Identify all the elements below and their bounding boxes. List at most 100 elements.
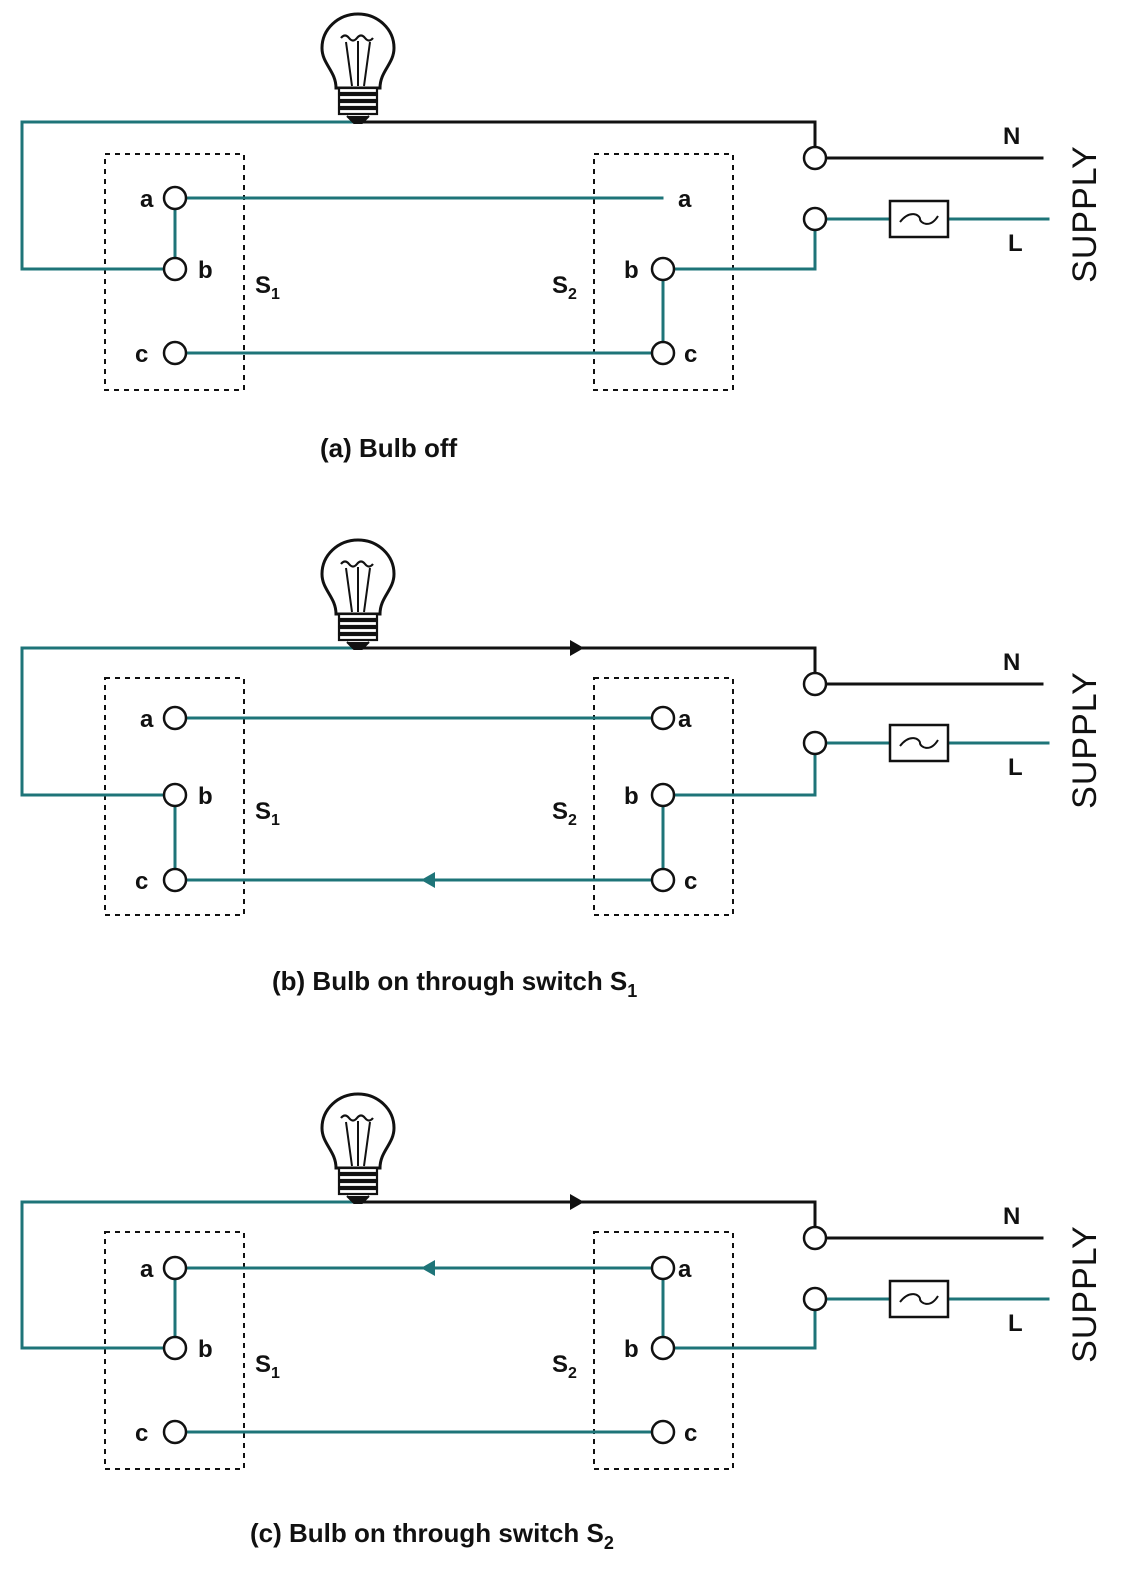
supply-label: SUPPLY [1066, 1225, 1104, 1363]
current-arrow-icon [570, 1194, 584, 1210]
s1-label-a: a [140, 706, 154, 733]
switch-s1-label-subscript: 1 [271, 286, 280, 303]
s2-label-a: a [678, 706, 692, 733]
fuse-body [888, 199, 950, 239]
terminal-s2-c [650, 867, 676, 893]
switch-s2-label: S2 [552, 798, 577, 829]
switch-s2-label-main: S [552, 272, 568, 299]
switch-s1-box [104, 1231, 245, 1470]
current-arrow-icon [421, 872, 435, 888]
terminal-s2-c [650, 1419, 676, 1445]
wire-bulb-to-s1-common [20, 1200, 358, 1350]
bulb-base-ring [337, 93, 379, 102]
fuse-element [899, 213, 939, 225]
wire-live-to-s2-common [663, 1299, 817, 1350]
terminal-live [802, 206, 828, 232]
s2-label-b: b [624, 783, 639, 810]
wire-bulb-to-s1-common [20, 120, 358, 271]
bulb-base-ring [337, 1180, 379, 1189]
bulb-base-ring [337, 1166, 379, 1175]
wire-live-to-s2-common [663, 219, 817, 271]
terminal-neutral [802, 145, 828, 171]
s1-label-c: c [135, 341, 148, 368]
switch-s2-box [593, 153, 734, 391]
fuse-icon [888, 723, 950, 763]
caption-subscript: 2 [604, 1533, 614, 1553]
bulb-base-ring [337, 633, 379, 642]
wire-bulb-to-neutral [358, 646, 817, 684]
bulb-base-ring [337, 612, 379, 621]
terminal-s1-b [162, 782, 188, 808]
s1-label-b: b [198, 257, 213, 284]
bulb-base-ring [337, 107, 379, 116]
terminal-s2-b [650, 1335, 676, 1361]
wire-bulb-to-s1-common [20, 646, 358, 797]
fuse-element [899, 737, 939, 749]
caption-a: (a) Bulb off [320, 433, 458, 463]
s1-label-c: c [135, 868, 148, 895]
switch-s2-box [593, 1231, 734, 1470]
s1-label-b: b [198, 1336, 213, 1363]
neutral-label: N [1003, 1203, 1020, 1230]
switch-s2-box [593, 677, 734, 916]
switch-s1-label-main: S [255, 1351, 271, 1378]
bulb-base-ring [337, 626, 379, 635]
switch-s2-label-subscript: 2 [568, 286, 577, 303]
bulb-base-ring [337, 1173, 379, 1182]
bulb-base-ring [337, 86, 379, 95]
terminal-s1-a [162, 1255, 188, 1281]
s2-label-b: b [624, 1336, 639, 1363]
s2-label-b: b [624, 257, 639, 284]
terminal-s1-c [162, 1419, 188, 1445]
terminal-s1-a [162, 185, 188, 211]
switch-s1-label-main: S [255, 272, 271, 299]
bulb-base-ring [337, 100, 379, 109]
terminal-s2-a [650, 705, 676, 731]
s2-label-c: c [684, 1420, 697, 1447]
neutral-label: N [1003, 123, 1020, 150]
switch-s2-label: S2 [552, 1351, 577, 1382]
bulb-tip [346, 1195, 370, 1204]
caption-c: (c) Bulb on through switch S2 [250, 1518, 614, 1553]
switch-s2-label: S2 [552, 272, 577, 303]
switch-s2-label-subscript: 2 [568, 1365, 577, 1382]
switch-s1-box [104, 153, 245, 391]
neutral-label: N [1003, 649, 1020, 676]
bulb-stem [345, 1121, 371, 1167]
bulb-tip [346, 115, 370, 124]
supply-label: SUPPLY [1066, 145, 1104, 283]
bulb-stem [345, 567, 371, 613]
bulb-base-ring [337, 1187, 379, 1196]
current-arrow-icon [570, 640, 584, 656]
bulb-base-ring [337, 619, 379, 628]
terminal-s2-b [650, 256, 676, 282]
switch-s1-label: S1 [255, 1351, 280, 1382]
current-arrow-icon [421, 1260, 435, 1276]
bulb-filament [340, 560, 374, 568]
switch-s1-label: S1 [255, 272, 280, 303]
terminal-s1-c [162, 340, 188, 366]
caption-b: (b) Bulb on through switch S1 [272, 966, 637, 1001]
light-bulb-icon [320, 538, 396, 650]
switch-s2-label-main: S [552, 1351, 568, 1378]
switch-s2-label-subscript: 2 [568, 812, 577, 829]
terminal-neutral [802, 671, 828, 697]
switch-s1-label: S1 [255, 798, 280, 829]
switch-s1-label-subscript: 1 [271, 1365, 280, 1382]
s1-label-b: b [198, 783, 213, 810]
s2-label-a: a [678, 186, 692, 213]
caption-subscript: 1 [627, 981, 637, 1001]
bulb-filament [340, 1114, 374, 1122]
caption-text: (b) Bulb on through switch S [272, 966, 627, 996]
terminal-s2-b [650, 782, 676, 808]
terminal-live [802, 1286, 828, 1312]
terminal-s1-c [162, 867, 188, 893]
bulb-filament [340, 34, 374, 42]
switch-s1-label-subscript: 1 [271, 812, 280, 829]
s1-label-a: a [140, 1256, 154, 1283]
caption-text: (a) Bulb off [320, 433, 458, 463]
